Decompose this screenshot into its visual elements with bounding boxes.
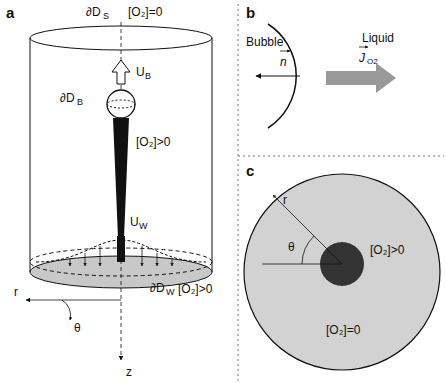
oxygen-plume [113,118,129,238]
label: θ [74,322,81,334]
label: ∂D [86,6,101,18]
vector-mark [359,47,368,48]
cylinder-wall [30,38,31,272]
label: θ [288,241,295,253]
label: ∂D [60,92,75,104]
label: B [145,72,151,81]
cylinder-wall [212,38,213,272]
bubble-equator [107,100,135,108]
r-axis [26,300,121,301]
panel-divider [238,4,239,381]
label: O2 [367,58,378,66]
label: ∂D [150,282,165,294]
label: [O₂]>0 [370,244,404,256]
bubble [107,90,135,118]
label: [O₂]>0 [178,283,212,295]
label: [O₂]>0 [136,136,170,148]
label: z [126,366,132,378]
rise-arrow [112,60,130,84]
panel-letter: c [246,163,254,178]
vector-mark [280,51,290,52]
label: [O₂]=0 [326,324,360,336]
label: r [14,286,18,298]
label: S [103,12,109,21]
theta-arrow [62,300,71,320]
label: W [139,222,148,231]
panel-divider [238,156,444,157]
theta-arc [302,236,314,264]
label: U [136,66,145,78]
label: n [280,56,287,68]
radius-line [273,195,342,264]
label: r [283,194,287,206]
flux-arrow [326,63,396,93]
panel-letter: a [6,5,14,20]
label: Bubble [246,36,283,48]
label: B [77,98,83,107]
label: U [130,216,139,228]
label: J [359,52,365,64]
label: Liquid [362,32,394,44]
label: W [166,288,175,297]
label: [O₂]=0 [128,6,162,18]
cross-section [244,174,440,370]
plume-source [117,236,125,262]
panel-letter: b [246,5,255,20]
normal-vector [256,76,300,77]
